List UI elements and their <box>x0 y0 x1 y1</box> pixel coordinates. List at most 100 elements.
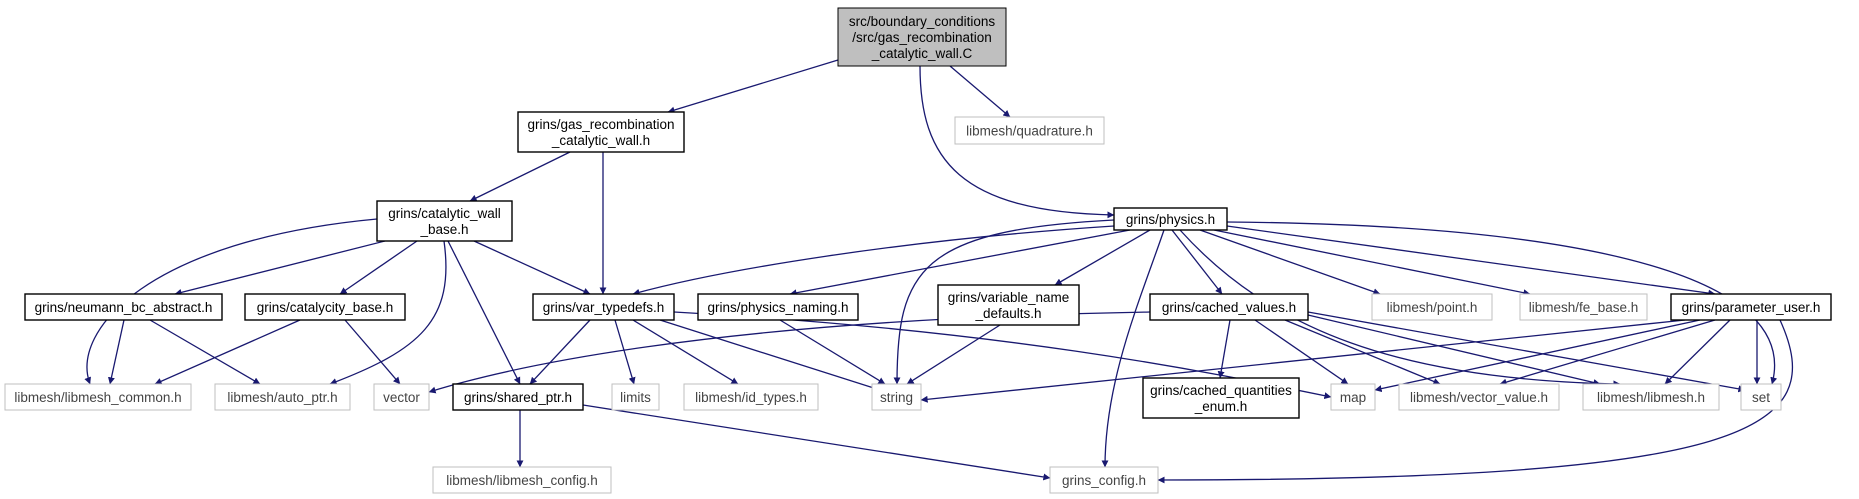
edge-cached-values-to-vector-value <box>1284 319 1441 385</box>
node-box <box>432 466 612 494</box>
node-label: map <box>1340 390 1366 405</box>
edge-arrow <box>659 319 881 392</box>
edge-physics-to-parameter-user <box>1226 225 1716 297</box>
node-shared-ptr[interactable]: grins/shared_ptr.h <box>452 383 584 411</box>
node-catalytic-wall-base[interactable]: grins/catalytic_wall_base.h <box>376 200 513 242</box>
node-fe-base: libmesh/fe_base.h <box>1519 293 1648 321</box>
node-quadrature: libmesh/quadrature.h <box>954 116 1105 145</box>
node-box <box>1330 383 1376 411</box>
node-label: _catalytic_wall.h <box>551 133 650 148</box>
node-box <box>532 293 675 321</box>
node-variable-name-defaults[interactable]: grins/variable_name_defaults.h <box>937 284 1080 326</box>
edge-arrow <box>789 229 1131 297</box>
node-parameter-user[interactable]: grins/parameter_user.h <box>1670 293 1832 321</box>
edge-parameter-user-to-libmesh-h <box>1664 319 1731 385</box>
edge-arrow <box>329 240 447 385</box>
edge-arrow <box>949 65 1011 118</box>
edge-arrow <box>1217 319 1231 379</box>
edge-parameter-user-to-grins-config <box>1157 319 1793 484</box>
node-catalycity[interactable]: grins/catalycity_base.h <box>244 293 406 321</box>
node-box <box>1371 293 1493 321</box>
node-box <box>4 383 192 411</box>
node-var-typedefs[interactable]: grins/var_typedefs.h <box>532 293 675 321</box>
node-vector-value: libmesh/vector_value.h <box>1398 383 1560 411</box>
edge-parameter-user-to-string <box>920 319 1686 403</box>
node-box <box>683 383 819 411</box>
node-label: string <box>880 390 913 405</box>
node-limits: limits <box>611 383 660 411</box>
edge-arrow <box>614 319 636 385</box>
node-label: grins/gas_recombination <box>527 117 674 132</box>
node-neumann[interactable]: grins/neumann_bc_abstract.h <box>24 293 223 321</box>
edge-root-to-quadrature <box>949 65 1011 118</box>
edge-physics-to-libmesh-h <box>1179 229 1621 388</box>
node-label: libmesh/libmesh_common.h <box>14 390 181 405</box>
node-cached-values[interactable]: grins/cached_values.h <box>1149 293 1309 321</box>
node-label: set <box>1752 390 1770 405</box>
edge-arrow <box>1499 319 1716 386</box>
edge-physics-to-variable-name-defaults <box>1054 229 1151 286</box>
node-box <box>1113 207 1228 231</box>
node-box <box>954 116 1105 145</box>
edge-physics-to-point <box>1199 229 1381 296</box>
edge-physics-to-grins-config <box>1101 229 1165 468</box>
node-box <box>214 383 351 411</box>
node-label: grins_config.h <box>1062 473 1146 488</box>
node-label: libmesh/auto_ptr.h <box>227 390 337 405</box>
edge-arrow <box>1284 319 1441 385</box>
edge-arrow <box>1054 229 1151 286</box>
edge-physics-to-cached-values <box>1171 229 1223 295</box>
node-label: grins/cached_values.h <box>1162 300 1296 315</box>
node-libmesh-config: libmesh/libmesh_config.h <box>432 466 612 494</box>
edge-layer <box>84 59 1793 484</box>
edge-arrow <box>1179 229 1621 388</box>
node-gas-rec-h[interactable]: grins/gas_recombination_catalytic_wall.h <box>517 111 685 153</box>
edge-catalycity-to-libmesh-common <box>154 319 301 385</box>
node-label: /src/gas_recombination <box>852 30 992 45</box>
edge-arrow <box>447 240 521 385</box>
edge-arrow <box>108 319 125 385</box>
edge-arrow <box>1213 229 1531 297</box>
edge-catalytic-wall-base-to-shared-ptr <box>447 240 521 385</box>
node-label: grins/catalytic_wall <box>388 206 501 221</box>
node-physics[interactable]: grins/physics.h <box>1113 207 1228 231</box>
node-box <box>1519 293 1648 321</box>
edge-arrow <box>920 319 1686 403</box>
edge-arrow <box>1101 229 1165 468</box>
edge-catalytic-wall-base-to-catalycity <box>339 240 418 295</box>
node-box <box>837 7 1007 67</box>
edge-arrow <box>779 319 886 385</box>
node-vector: vector <box>373 383 430 411</box>
node-root[interactable]: src/boundary_conditions/src/gas_recombin… <box>837 7 1007 67</box>
node-cached-quantities[interactable]: grins/cached_quantities_enum.h <box>1142 377 1300 419</box>
node-box <box>517 111 685 153</box>
node-label: _defaults.h <box>974 306 1041 321</box>
node-box <box>1670 293 1832 321</box>
edge-arrow <box>469 151 571 202</box>
edge-catalytic-wall-base-to-auto-ptr <box>329 240 447 385</box>
edge-arrow <box>84 218 378 385</box>
node-libmesh-common: libmesh/libmesh_common.h <box>4 383 192 411</box>
edge-arrow <box>1664 319 1731 385</box>
node-box <box>1049 466 1159 494</box>
edge-catalytic-wall-base-to-neumann <box>174 240 386 296</box>
edge-arrow <box>1171 229 1223 295</box>
edge-arrow <box>174 240 386 296</box>
edge-catalytic-wall-base-to-var-typedefs <box>473 240 591 295</box>
node-box <box>1740 383 1782 411</box>
node-point: libmesh/point.h <box>1371 293 1493 321</box>
edge-cached-values-to-libmesh-h <box>1307 314 1601 386</box>
edge-parameter-user-to-map <box>1374 319 1701 393</box>
node-set: set <box>1740 383 1782 411</box>
node-label: grins/variable_name <box>948 290 1070 305</box>
node-id-types: libmesh/id_types.h <box>683 383 819 411</box>
node-label: vector <box>383 390 420 405</box>
node-label: grins/var_typedefs.h <box>543 300 665 315</box>
node-physics-naming[interactable]: grins/physics_naming.h <box>697 293 859 321</box>
edge-arrow <box>1157 319 1793 484</box>
edge-arrow <box>149 319 261 385</box>
node-label: libmesh/fe_base.h <box>1529 300 1639 315</box>
edge-physics-to-physics-naming <box>789 229 1131 297</box>
edge-cached-values-to-map <box>1254 319 1349 385</box>
